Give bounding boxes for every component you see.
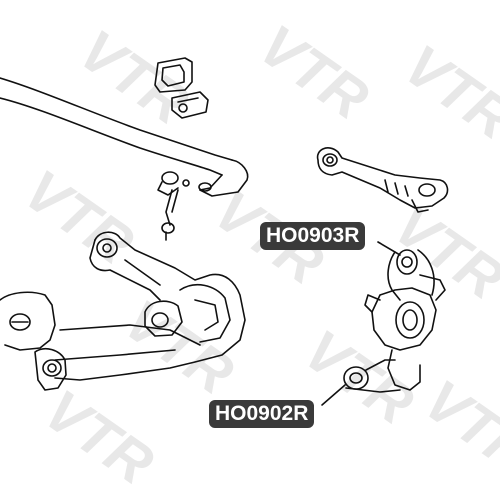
watermark-text: VTR — [413, 367, 500, 487]
part-label-lower: HO0902R — [209, 400, 315, 428]
knuckle — [343, 249, 446, 393]
watermark-text: VTR — [68, 17, 200, 137]
stabilizer-bushing — [154, 57, 209, 119]
watermark-text: VTR — [113, 287, 245, 407]
stabilizer-bar — [0, 77, 249, 197]
watermark-text: VTR — [393, 32, 500, 152]
part-label-upper: HO0903R — [260, 222, 366, 250]
watermark-text: VTR — [248, 12, 380, 132]
stabilizer-link — [157, 171, 190, 241]
upper-control-arm — [316, 147, 449, 213]
watermark-text: VTR — [33, 377, 165, 497]
lower-control-arm — [0, 231, 246, 391]
leader-line-bottom — [321, 384, 346, 406]
leader-line-top — [377, 241, 401, 256]
